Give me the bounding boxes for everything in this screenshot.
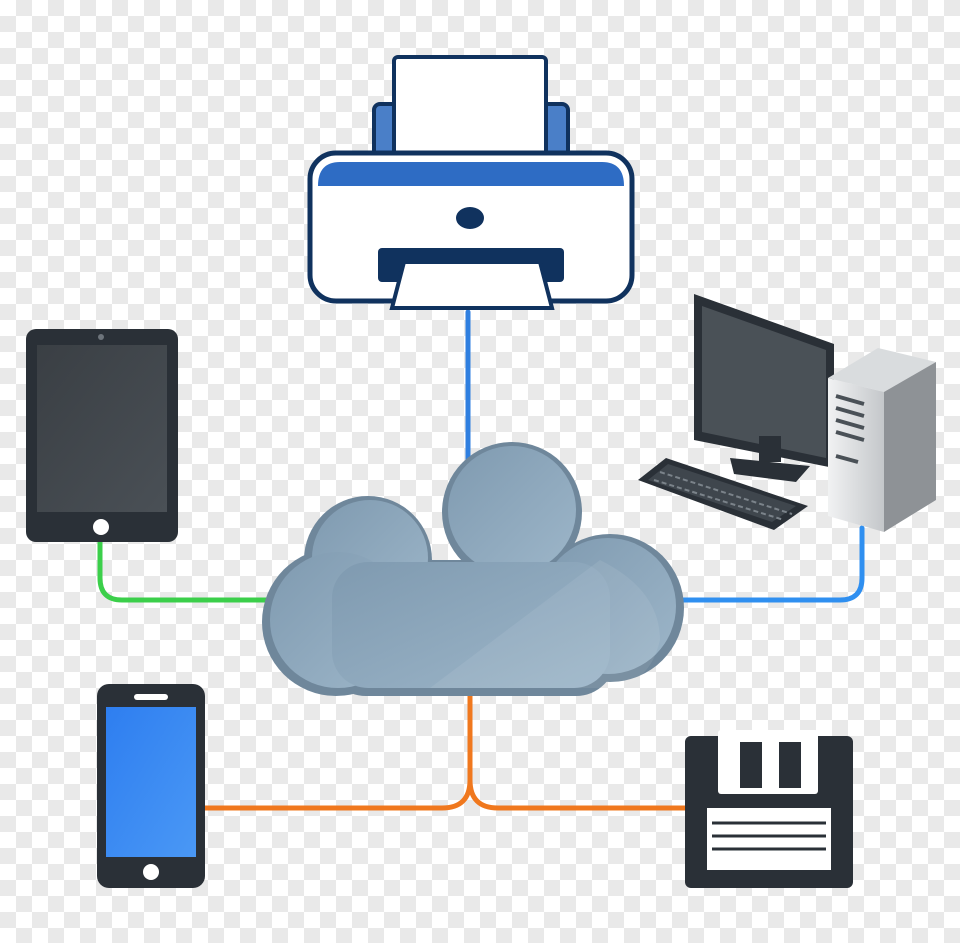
floppy-disk-icon xyxy=(685,730,853,888)
tablet-icon xyxy=(26,329,178,542)
floppy-disk-link xyxy=(467,777,693,811)
cloud-icon xyxy=(262,442,684,696)
tablet-link xyxy=(97,537,273,603)
desktop-computer-icon xyxy=(638,294,936,532)
printer-icon xyxy=(307,55,635,310)
smartphone-link xyxy=(202,687,473,811)
smartphone-icon xyxy=(97,684,205,888)
desktop-link xyxy=(667,525,865,603)
